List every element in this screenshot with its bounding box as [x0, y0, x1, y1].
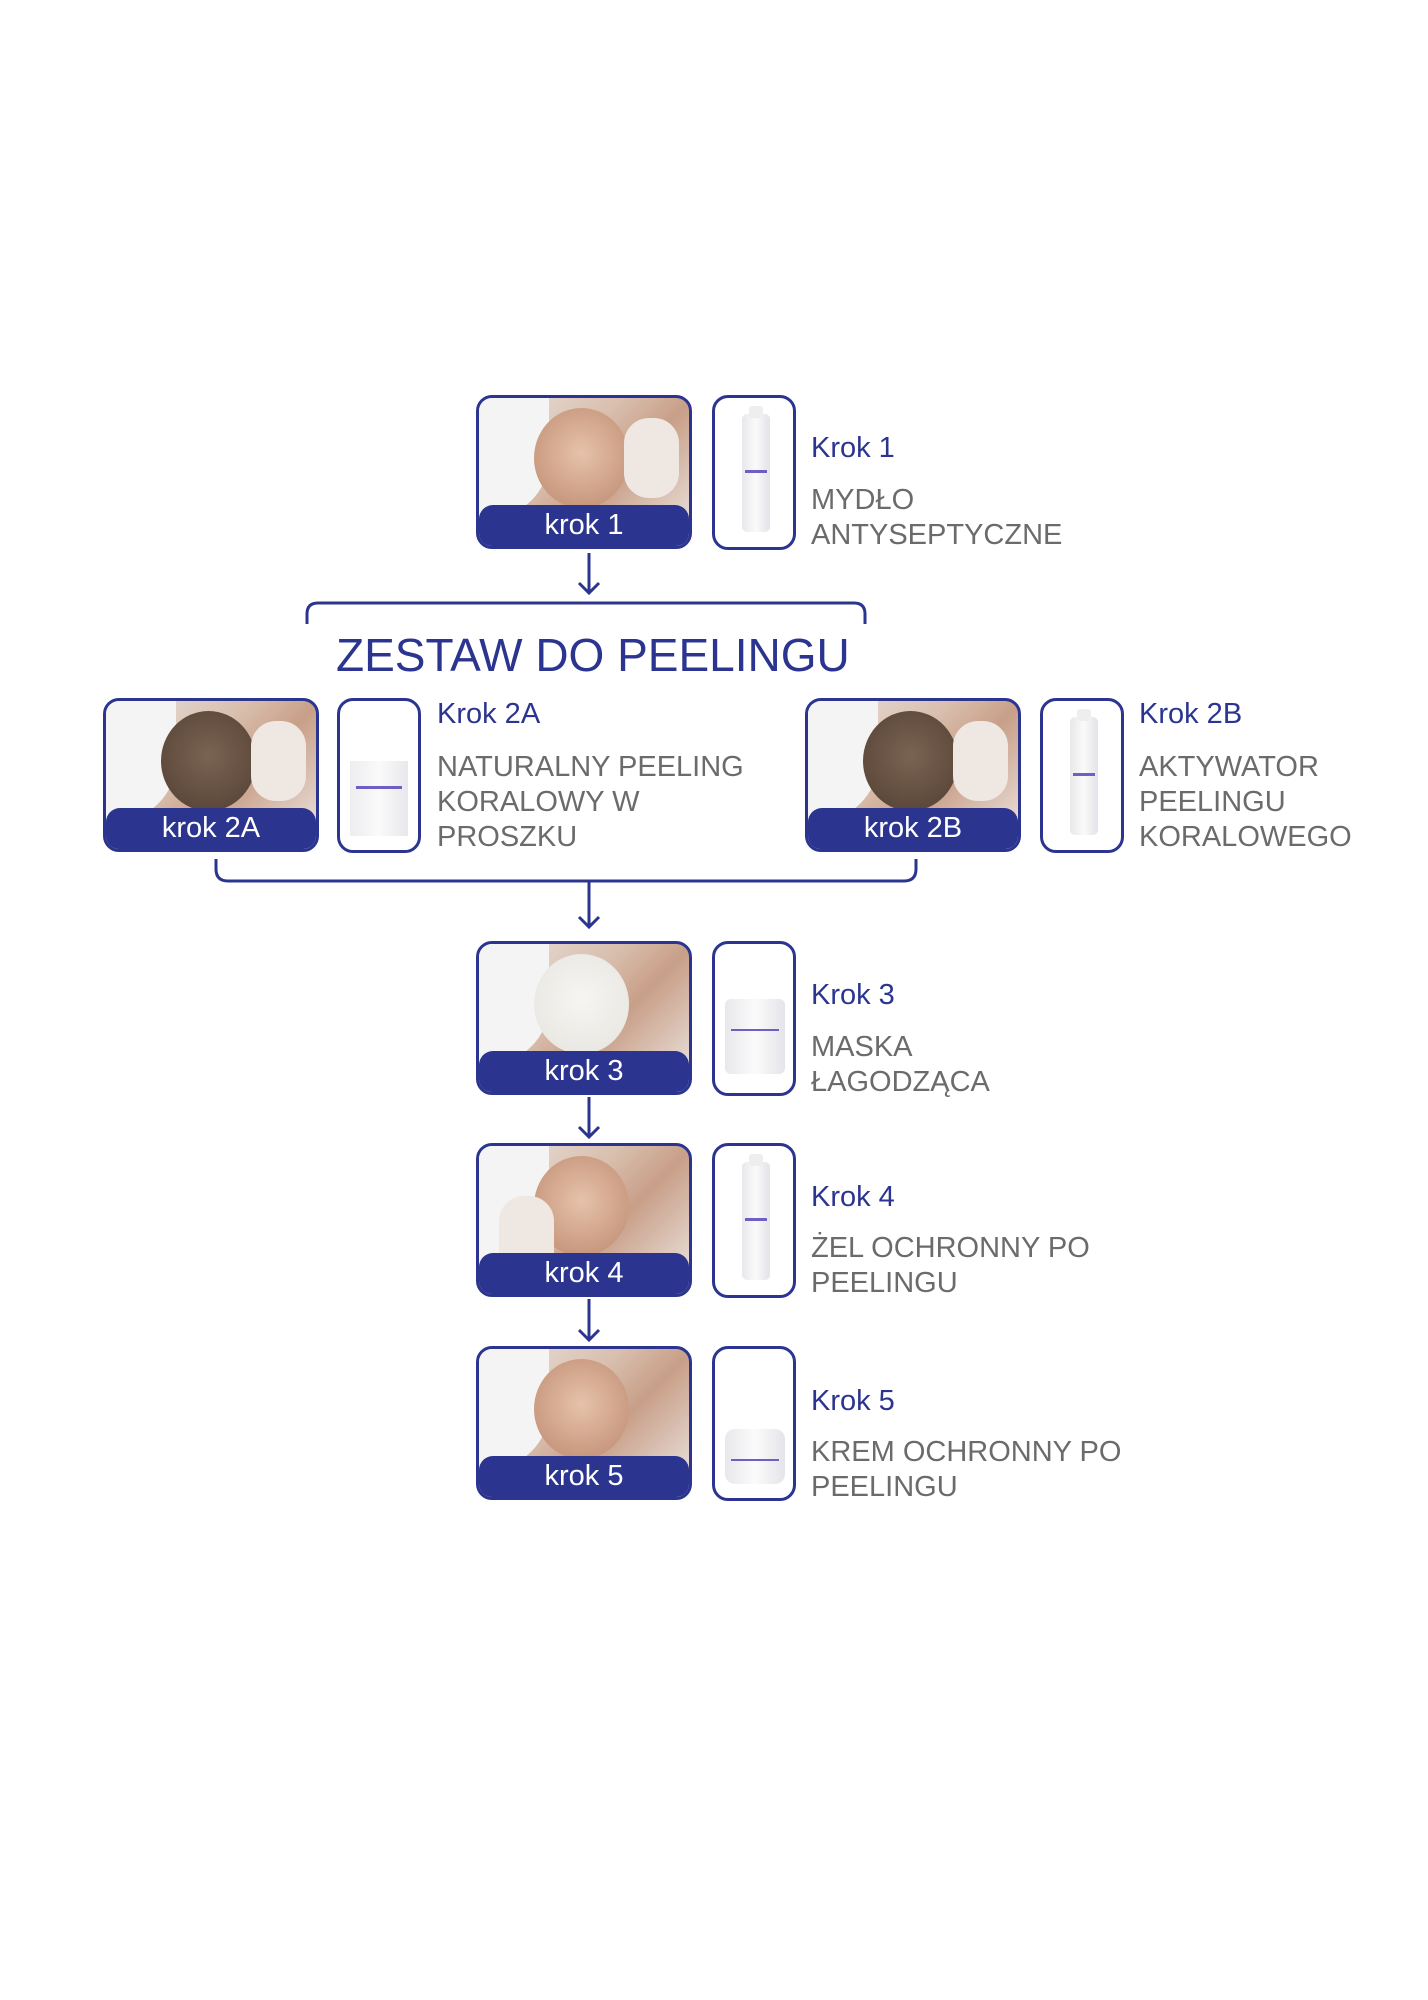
desc-line: PEELINGU	[811, 1267, 958, 1299]
desc-line: ŁAGODZĄCA	[811, 1066, 990, 1098]
step-5-product-image	[712, 1346, 796, 1501]
desc-line: PEELINGU	[1139, 786, 1286, 818]
arrow-1-to-kit	[577, 553, 601, 596]
desc-line: MYDŁO	[811, 484, 915, 516]
step-4-heading: Krok 4	[811, 1181, 895, 1213]
desc-line: KORALOWEGO	[1139, 821, 1352, 853]
step-4-description: ŻEL OCHRONNY PO PEELINGU	[811, 1231, 1090, 1301]
glove	[251, 721, 306, 801]
step-1-badge: krok 1	[479, 505, 689, 546]
step-2b-badge: krok 2B	[808, 808, 1018, 849]
desc-line: PROSZKU	[437, 821, 578, 853]
sachet-icon	[350, 761, 408, 836]
step-2b-description: AKTYWATOR PEELINGU KORALOWEGO	[1139, 750, 1352, 855]
arrow-4-to-5	[577, 1299, 601, 1343]
kit-top-bracket	[305, 601, 867, 624]
desc-line: NATURALNY PEELING	[437, 751, 744, 783]
bottle-icon	[1070, 709, 1098, 835]
jar-icon	[725, 999, 785, 1074]
face	[534, 1359, 629, 1459]
step-3-product-image	[712, 941, 796, 1096]
step-1-heading: Krok 1	[811, 432, 895, 464]
glove	[953, 721, 1008, 801]
face	[534, 408, 629, 508]
step-1-photo: krok 1	[476, 395, 692, 549]
step-3-photo: krok 3	[476, 941, 692, 1095]
step-2a-heading: Krok 2A	[437, 698, 541, 730]
step-5-badge: krok 5	[479, 1456, 689, 1497]
step-5-photo: krok 5	[476, 1346, 692, 1500]
desc-line: AKTYWATOR	[1139, 751, 1319, 783]
jar-icon	[725, 1429, 785, 1484]
step-5-heading: Krok 5	[811, 1385, 895, 1417]
step-2b-photo: krok 2B	[805, 698, 1021, 852]
step-2a-badge: krok 2A	[106, 808, 316, 849]
face	[161, 711, 256, 811]
glove	[624, 418, 679, 498]
face	[863, 711, 958, 811]
step-5-description: KREM OCHRONNY PO PEELINGU	[811, 1435, 1121, 1505]
step-4-product-image	[712, 1143, 796, 1298]
bottle-icon	[742, 406, 770, 532]
step-2a-photo: krok 2A	[103, 698, 319, 852]
arrow-kit-to-3	[577, 881, 601, 930]
desc-line: KORALOWY W	[437, 786, 640, 818]
step-2a-description: NATURALNY PEELING KORALOWY W PROSZKU	[437, 750, 744, 855]
desc-line: PEELINGU	[811, 1471, 958, 1503]
step-3-heading: Krok 3	[811, 979, 895, 1011]
step-4-badge: krok 4	[479, 1253, 689, 1294]
kit-bottom-bracket	[214, 859, 918, 883]
bottle-icon	[742, 1154, 770, 1280]
desc-line: ŻEL OCHRONNY PO	[811, 1232, 1090, 1264]
desc-line: KREM OCHRONNY PO	[811, 1436, 1122, 1468]
step-3-badge: krok 3	[479, 1051, 689, 1092]
step-3-description: MASKA ŁAGODZĄCA	[811, 1030, 990, 1100]
step-2b-heading: Krok 2B	[1139, 698, 1243, 730]
step-4-photo: krok 4	[476, 1143, 692, 1297]
step-2a-product-image	[337, 698, 421, 853]
step-2b-product-image	[1040, 698, 1124, 853]
desc-line: ANTYSEPTYCZNE	[811, 519, 1063, 551]
arrow-3-to-4	[577, 1097, 601, 1140]
kit-title: ZESTAW DO PEELINGU	[336, 629, 850, 681]
desc-line: MASKA	[811, 1031, 913, 1063]
step-1-product-image	[712, 395, 796, 550]
face	[534, 954, 629, 1054]
step-1-description: MYDŁO ANTYSEPTYCZNE	[811, 483, 1062, 553]
